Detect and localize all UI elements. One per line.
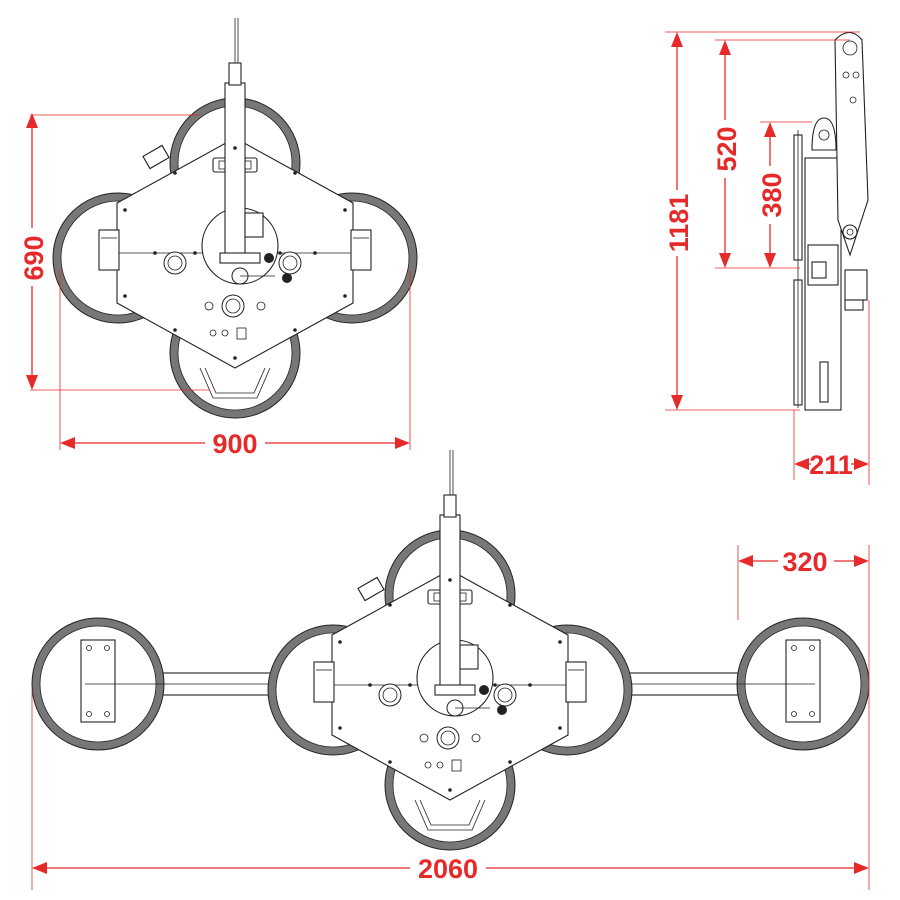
extended-total-width-label: 2060 bbox=[418, 854, 478, 884]
extended-total-width-dimension: 2060 bbox=[31, 690, 869, 890]
front-width-label: 900 bbox=[212, 429, 257, 459]
extended-cup-width-dimension: 320 bbox=[737, 545, 870, 890]
front-height-label: 690 bbox=[19, 235, 49, 280]
extended-cup-width-label: 320 bbox=[782, 547, 827, 577]
side-cup-height-dimension: 380 bbox=[756, 121, 812, 268]
extended-view bbox=[31, 449, 870, 851]
side-upper-height-dimension: 520 bbox=[711, 39, 850, 269]
side-view bbox=[793, 31, 869, 411]
side-total-height-dimension: 1181 bbox=[663, 31, 860, 411]
front-height-dimension: 690 bbox=[18, 113, 210, 391]
side-total-height-label: 1181 bbox=[664, 194, 694, 253]
side-cup-height-label: 380 bbox=[757, 172, 787, 217]
front-view bbox=[52, 17, 418, 419]
side-depth-label: 211 bbox=[809, 450, 853, 480]
side-depth-dimension: 211 bbox=[793, 300, 870, 485]
front-width-dimension: 900 bbox=[59, 270, 411, 459]
side-upper-height-label: 520 bbox=[712, 126, 742, 171]
